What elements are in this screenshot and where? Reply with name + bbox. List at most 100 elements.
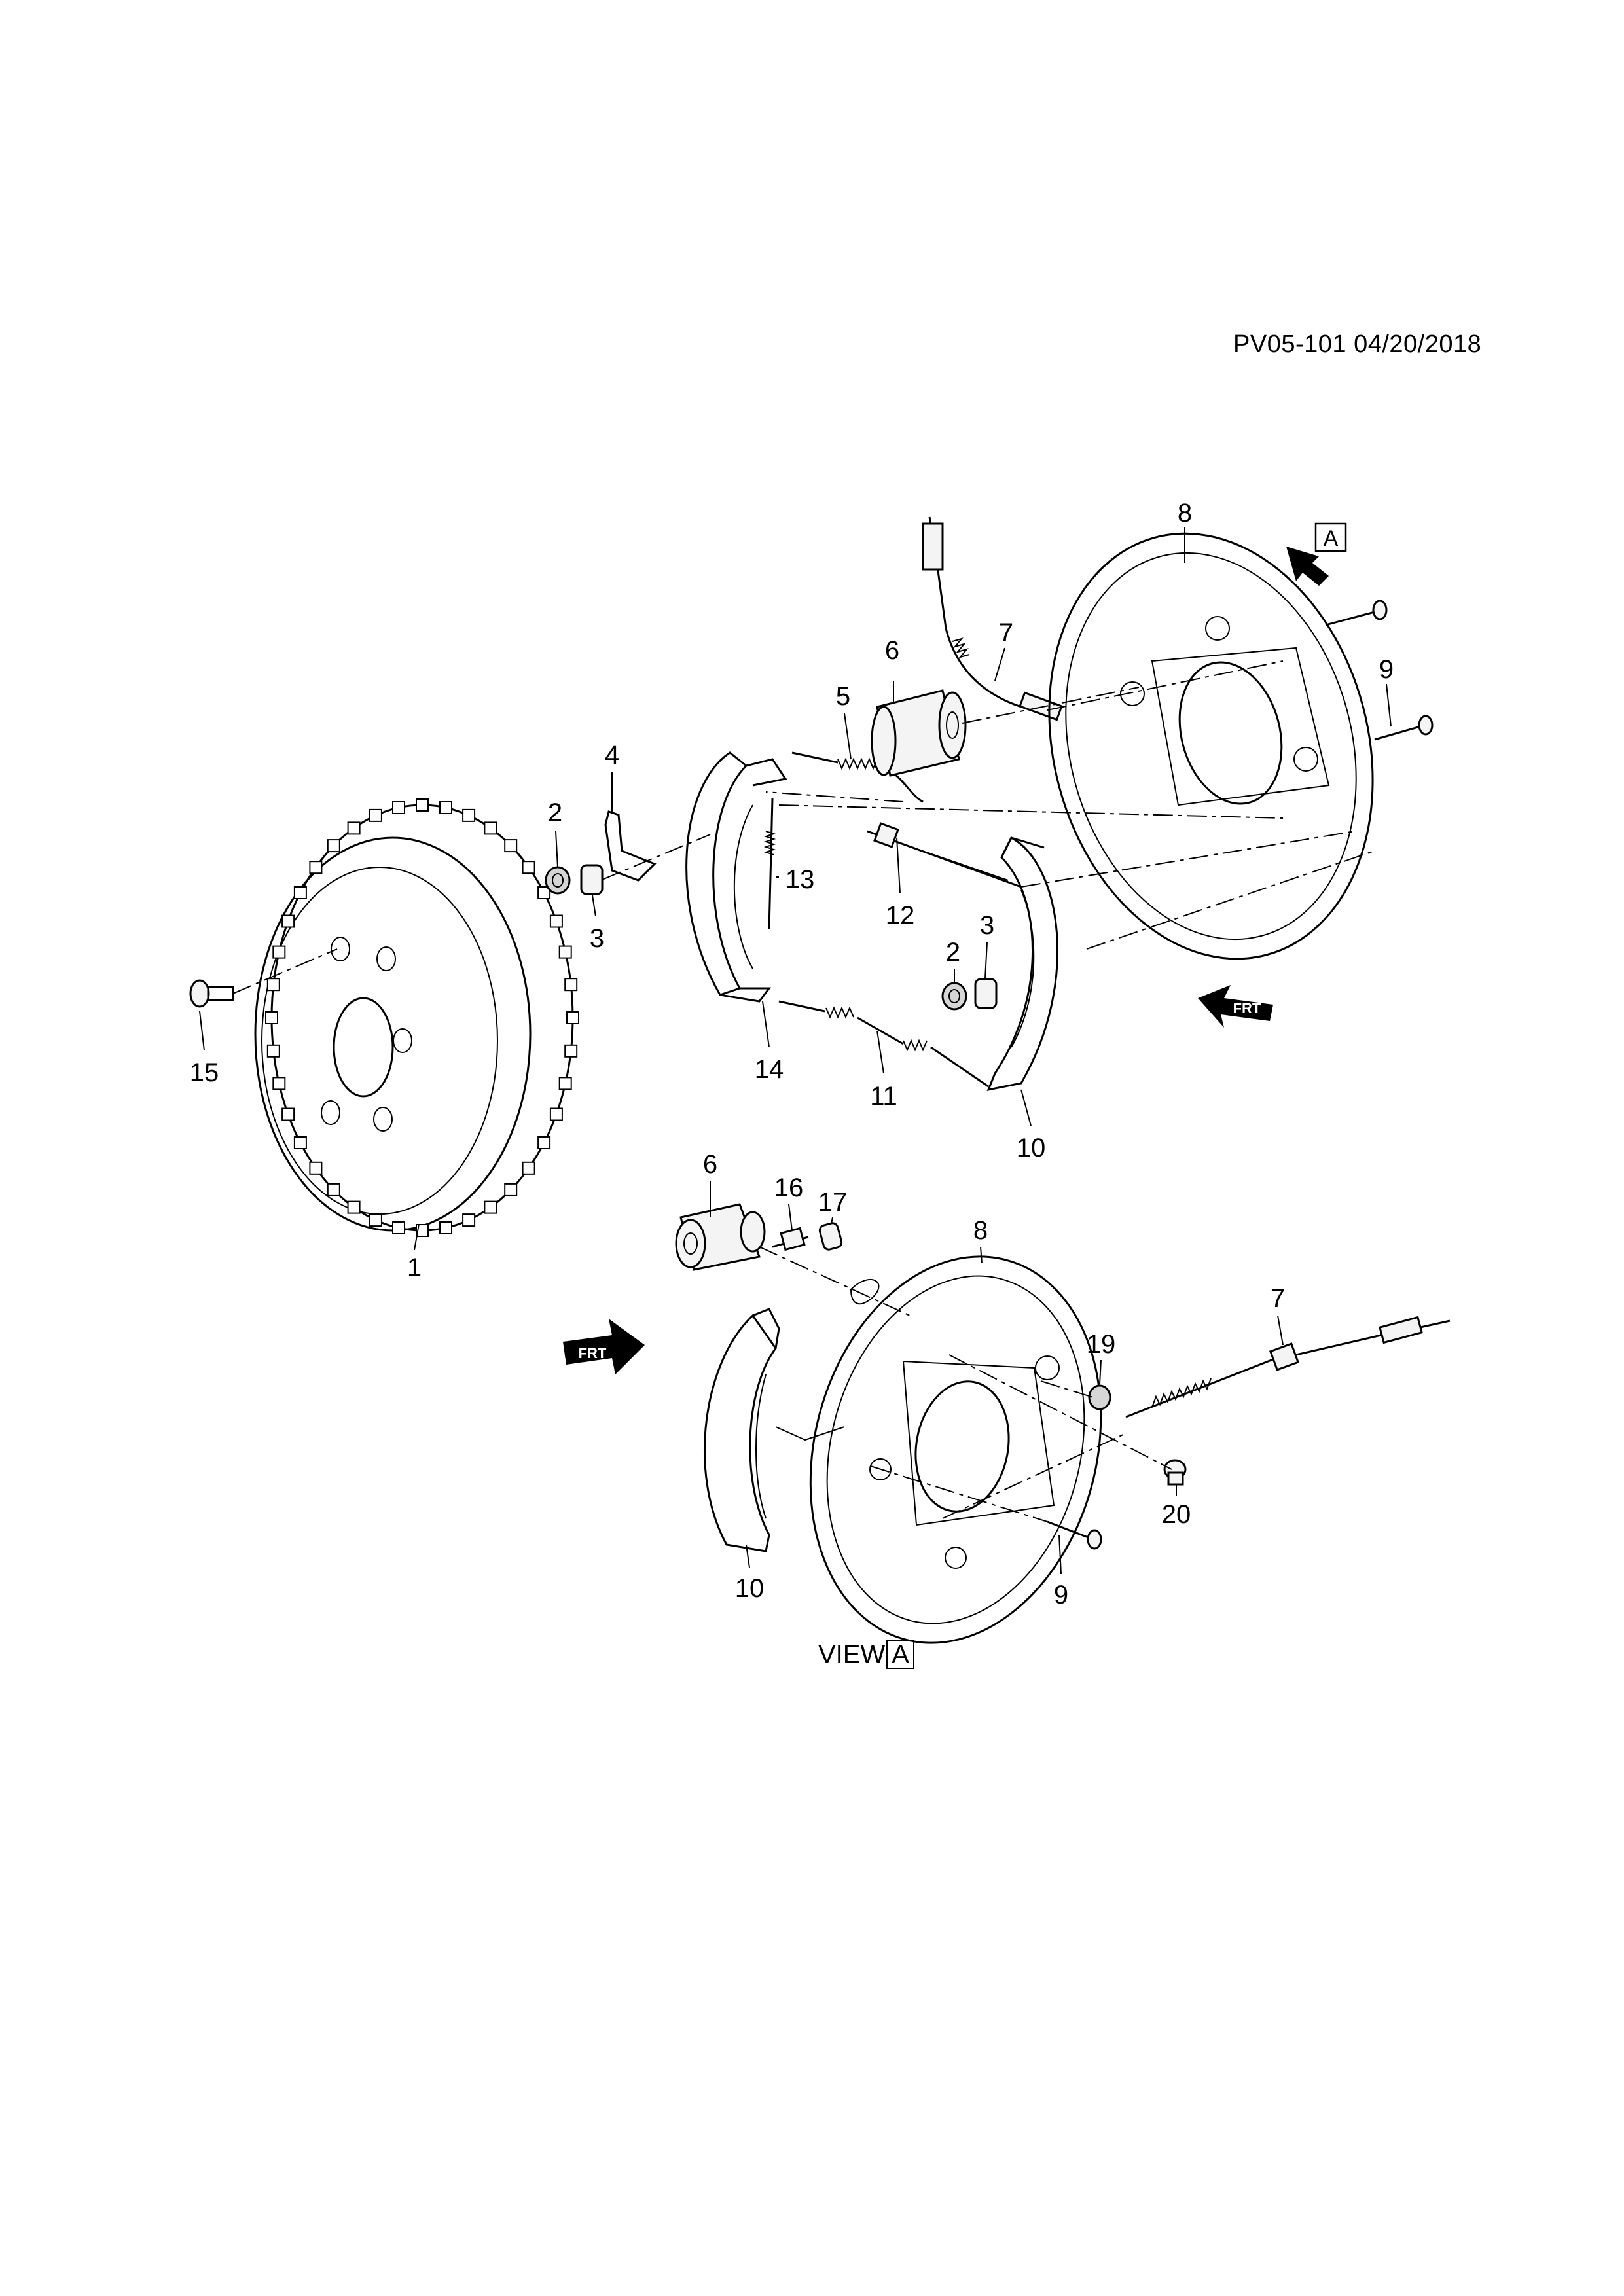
- leader-lines: [199, 527, 1392, 1575]
- plug: [1163, 1459, 1187, 1486]
- drum-fin: [537, 1136, 551, 1149]
- callout-drum-screw: 15: [190, 1058, 219, 1087]
- view-caption-label: VIEW: [818, 1640, 886, 1669]
- adjuster-mid: [974, 978, 998, 1009]
- drum-fin: [484, 1200, 497, 1214]
- adjuster-strut: [867, 822, 1022, 888]
- callout-nut-mid: 2: [946, 938, 960, 967]
- drum-fin: [537, 886, 551, 899]
- retainer-spring: [763, 798, 776, 930]
- callout-cylinder-top: 6: [885, 636, 899, 665]
- callout-bolt-top: 9: [1379, 655, 1394, 684]
- callout-grommet: 19: [1087, 1330, 1116, 1359]
- drum-fin: [369, 808, 382, 822]
- callout-backplate-top: 8: [1178, 499, 1192, 528]
- callout-cable-top: 7: [999, 619, 1013, 647]
- drum-fin: [392, 801, 405, 814]
- bolt-top: [1325, 600, 1434, 741]
- drum-fin: [484, 821, 497, 835]
- drum-fin: [347, 821, 361, 835]
- callout-lower-spring: 11: [870, 1082, 897, 1111]
- drum-fin: [327, 1183, 340, 1196]
- drum-fin: [462, 808, 476, 822]
- drum-fin: [266, 1044, 280, 1058]
- drum-fin: [462, 1213, 476, 1227]
- callout-strut: 12: [886, 901, 915, 930]
- callout-retainer-spring: 13: [785, 865, 815, 894]
- callout-backplate-bottom: 8: [973, 1216, 988, 1245]
- drum-fin: [522, 1161, 535, 1175]
- document-id: PV05-101 04/20/2018: [1233, 331, 1482, 358]
- drum-fin: [439, 1221, 452, 1234]
- brake-shoe-bottom: [704, 1308, 845, 1552]
- drum-fin: [272, 1077, 286, 1090]
- view-a-arrow: A: [1286, 522, 1347, 586]
- view-caption-letter: A: [886, 1640, 914, 1669]
- drum-fin: [439, 801, 452, 814]
- assembly-line-cylinder: [759, 1246, 911, 1316]
- callout-adjuster-mid: 3: [980, 911, 994, 940]
- callout-shoe-left: 14: [755, 1055, 784, 1084]
- backing-plate-top: [1048, 532, 1374, 960]
- front-label-top: FRT: [1233, 1000, 1261, 1016]
- drum-fin: [347, 1200, 361, 1214]
- callout-upper-spring: 5: [836, 682, 850, 711]
- callout-bleeder-cap: 17: [818, 1188, 848, 1217]
- callout-nut-top: 2: [548, 798, 562, 827]
- drum-fin: [281, 914, 295, 928]
- drum-fin: [549, 914, 563, 928]
- assembly-lines-top: [765, 660, 1375, 950]
- callout-plug: 20: [1162, 1500, 1191, 1529]
- drum-fin: [293, 886, 307, 899]
- drum-fin: [309, 1161, 323, 1175]
- front-arrow-top: FRT: [1198, 985, 1273, 1028]
- wheel-cylinder-bottom: [675, 1203, 766, 1271]
- parking-cable-bottom: [1125, 1316, 1451, 1418]
- view-arrow-letter: A: [1324, 526, 1339, 551]
- bleeder-valve: [772, 1227, 809, 1251]
- brake-shoe-right: [986, 836, 1058, 1092]
- drum-fin: [522, 861, 535, 874]
- parking-cable-top: [922, 516, 1063, 721]
- brake-drum: [254, 798, 579, 1237]
- callout-adjuster-top: 3: [590, 924, 604, 953]
- drum-fin: [266, 978, 280, 992]
- drum-fin: [265, 1011, 278, 1024]
- backing-plate-bottom: [809, 1255, 1102, 1644]
- drum-fin: [504, 1183, 518, 1196]
- bolt-bottom: [1047, 1520, 1102, 1550]
- assembly-lines-bottom: [870, 1354, 1172, 1522]
- front-arrow-bottom: FRT: [563, 1319, 645, 1374]
- nut-top: [545, 866, 571, 895]
- grommet: [1088, 1384, 1111, 1410]
- front-label-bottom: FRT: [579, 1345, 607, 1361]
- drum-fin: [504, 839, 518, 853]
- drum-fin: [564, 1044, 578, 1058]
- callout-numbers: 1 2 3 4 5 6 7 8 9 13 12 3 2 14 11 10 15 …: [190, 499, 1394, 1609]
- lower-return-spring: [778, 1000, 989, 1088]
- drum-fin: [369, 1213, 382, 1227]
- callout-shoe-right: 10: [1017, 1134, 1046, 1162]
- drum-fin: [549, 1107, 563, 1121]
- callout-bolt-bottom: 9: [1054, 1581, 1068, 1609]
- drum-fin: [392, 1221, 405, 1234]
- drum-fin: [416, 1224, 429, 1237]
- callout-cable-bottom: 7: [1271, 1284, 1285, 1313]
- cylinder-clip: [850, 1278, 880, 1305]
- drum-fin: [564, 978, 578, 992]
- callout-cylinder-bottom: 6: [703, 1150, 717, 1179]
- callout-drum: 1: [407, 1253, 422, 1282]
- drum-fin: [327, 839, 340, 853]
- drum-fin: [558, 945, 572, 959]
- drum-fin: [293, 1136, 307, 1149]
- drum-fin: [416, 798, 429, 812]
- drum-fin: [566, 1011, 579, 1024]
- callout-bleeder: 16: [774, 1174, 804, 1202]
- wheel-cylinder-top: [871, 689, 967, 777]
- callout-shoe-bottom: 10: [735, 1574, 765, 1603]
- bleeder-cap: [818, 1222, 843, 1251]
- drum-fin: [272, 945, 286, 959]
- drum-fin: [309, 861, 323, 874]
- drum-fin: [281, 1107, 295, 1121]
